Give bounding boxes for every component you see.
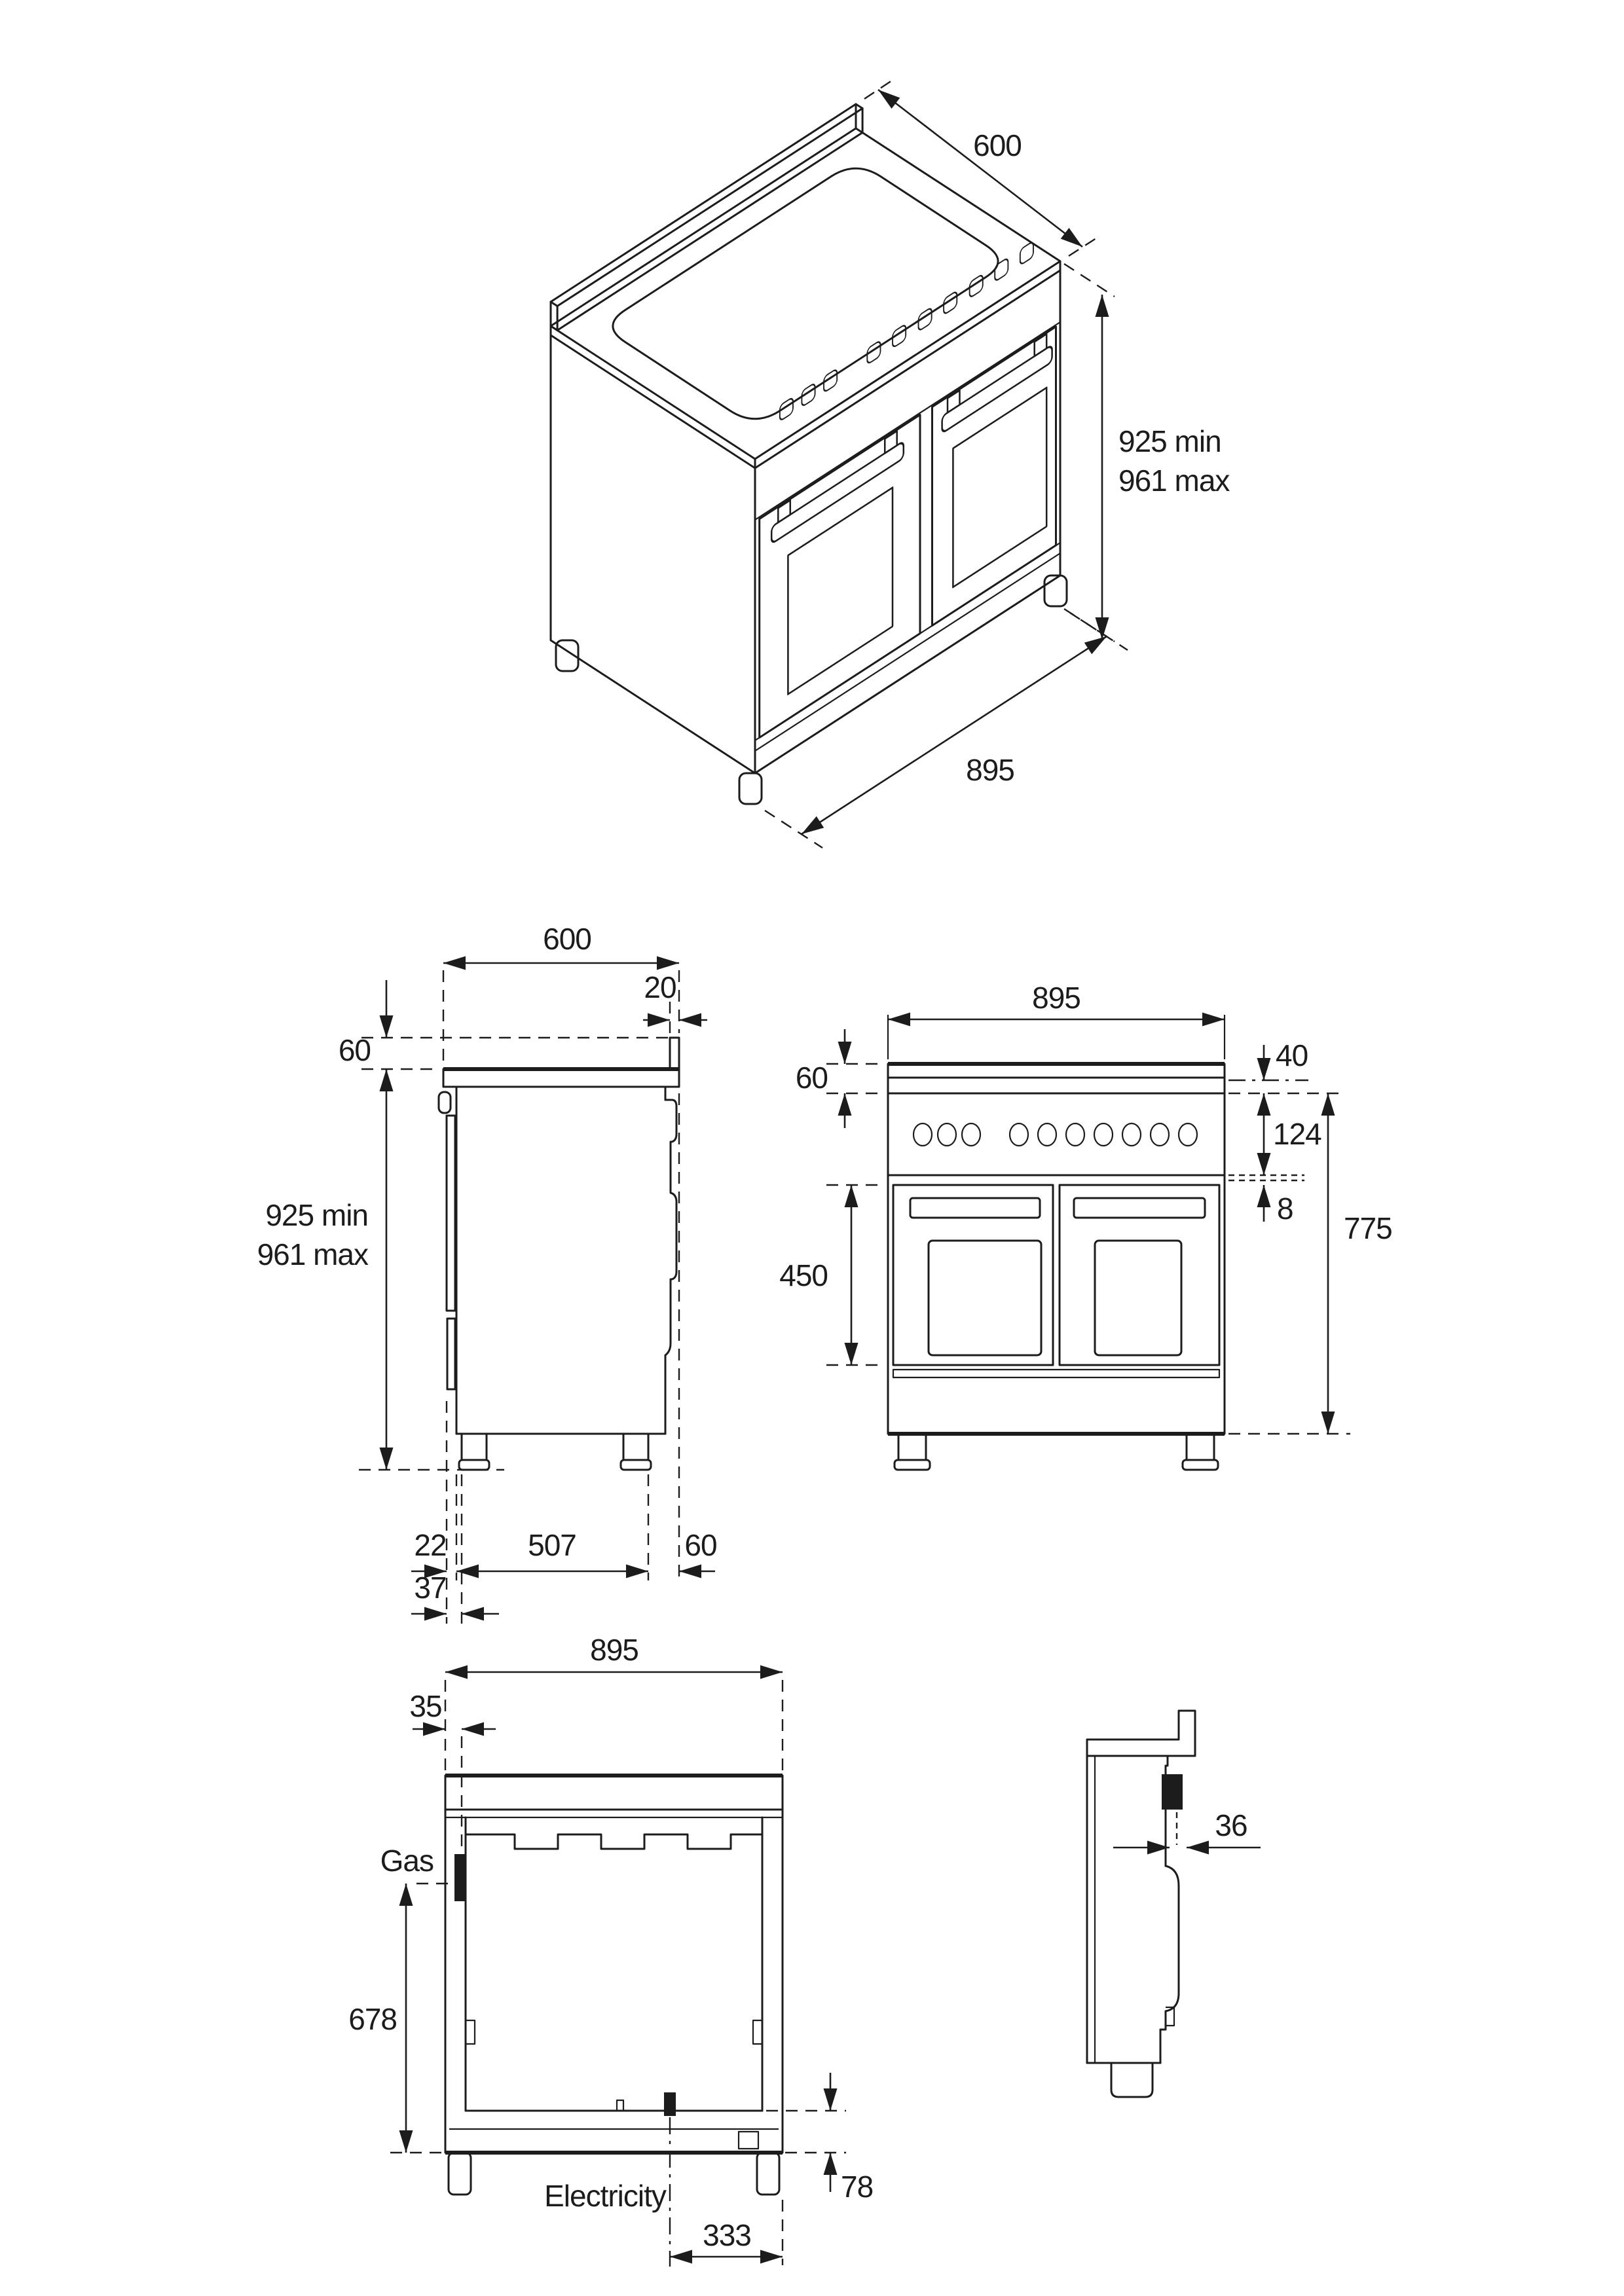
profile-view: 36 <box>1086 1709 1261 2098</box>
iso-dim-depth: 600 <box>864 77 1101 257</box>
plan-electricity-callout: Electricity <box>544 2117 671 2267</box>
side-dim-splash-thickness-label: 20 <box>644 970 676 1004</box>
isometric-view: 600 925 min 961 max 895 <box>549 77 1230 849</box>
front-right-door-handle <box>1073 1197 1206 1219</box>
side-dim-depth: 600 <box>442 922 680 1065</box>
iso-left-door-handle <box>770 429 905 543</box>
iso-back-left-foot <box>555 639 580 672</box>
plan-dim-gas-offset-label: 35 <box>409 1689 441 1723</box>
front-dim-panel-gap: 8 <box>1257 1185 1294 1226</box>
iso-dim-height-max-label: 961 max <box>1118 464 1230 498</box>
front-view: 895 60 40 124 8 450 <box>779 981 1393 1471</box>
plan-cooker-body <box>444 1774 784 2196</box>
plan-electricity-label: Electricity <box>544 2179 667 2213</box>
front-left-door-window <box>927 1239 1043 1357</box>
side-dim-rear-offset-label: 60 <box>684 1528 716 1562</box>
plan-gas-callout: Gas <box>380 1844 458 1885</box>
plan-electricity-connector <box>664 2092 676 2116</box>
plan-dim-width: 895 <box>444 1633 784 1773</box>
iso-front-right-foot <box>1043 574 1068 608</box>
side-view: 600 20 60 925 min 961 max <box>257 922 718 1624</box>
front-dim-top-band: 60 <box>796 1029 884 1128</box>
profile-gas-connector <box>1162 1774 1183 1810</box>
side-dim-height: 925 min 961 max <box>257 1069 504 1471</box>
front-dim-door-height: 450 <box>779 1184 884 1366</box>
iso-knobs <box>779 242 1034 420</box>
side-cooker-body <box>437 1036 680 1471</box>
iso-dim-width: 895 <box>764 611 1128 849</box>
front-dim-hob-edge: 40 <box>1228 1038 1308 1082</box>
profile-dim-connector-offset: 36 <box>1113 1808 1261 1855</box>
plan-left-foot <box>447 2151 472 2196</box>
front-cooker-body <box>887 1062 1226 1471</box>
side-dims-bottom: 22 507 60 37 <box>411 1074 718 1624</box>
side-dim-door-offset-label: 22 <box>414 1528 446 1562</box>
front-dim-width: 895 <box>887 981 1226 1059</box>
front-dim-width-label: 895 <box>1032 981 1080 1015</box>
front-dim-top-band-label: 60 <box>796 1061 828 1095</box>
plan-view: 895 35 Gas 678 Electricity 333 <box>348 1633 874 2267</box>
side-feet <box>458 1432 652 1471</box>
side-hinge-nub <box>437 1091 452 1114</box>
front-dim-body-height-label: 775 <box>1344 1211 1392 1245</box>
profile-foot <box>1110 2062 1154 2098</box>
front-dim-door-height-label: 450 <box>779 1258 828 1292</box>
side-dim-splash-thickness: 20 <box>643 970 707 1033</box>
plan-dim-gas-offset: 35 <box>409 1689 496 1857</box>
plan-dim-electricity-offset-label: 333 <box>703 2218 751 2252</box>
iso-front-left-foot <box>738 772 763 805</box>
plan-dim-inner-depth: 678 <box>348 1884 443 2154</box>
front-dim-panel-height-label: 124 <box>1273 1117 1321 1151</box>
plan-dim-width-label: 895 <box>590 1633 638 1667</box>
front-dim-panel-height: 124 <box>1228 1092 1340 1182</box>
iso-dim-width-label: 895 <box>966 753 1014 787</box>
front-dim-hob-edge-label: 40 <box>1276 1038 1308 1072</box>
iso-dim-depth-label: 600 <box>973 128 1022 162</box>
side-dim-splash-height-label: 60 <box>339 1033 371 1067</box>
side-dim-handle-offset-label: 37 <box>414 1571 446 1605</box>
side-dim-height-max-label: 961 max <box>257 1237 369 1271</box>
iso-right-door-handle <box>941 333 1053 433</box>
front-dim-panel-gap-label: 8 <box>1277 1192 1293 1226</box>
iso-dim-height-min-label: 925 min <box>1118 424 1221 458</box>
front-feet <box>893 1432 1219 1471</box>
plan-dim-foot-height: 78 <box>766 2073 874 2204</box>
profile-cooker-body <box>1086 1709 1196 2098</box>
side-dim-height-min-label: 925 min <box>265 1198 368 1232</box>
plan-gas-connector <box>454 1854 465 1901</box>
side-dim-feet-span-label: 507 <box>528 1528 576 1562</box>
plan-dim-inner-depth-label: 678 <box>348 2002 397 2036</box>
front-dim-body-height: 775 <box>1228 1093 1393 1435</box>
plan-right-foot <box>756 2151 781 2196</box>
front-right-oven-door <box>1058 1184 1221 1366</box>
front-knobs <box>912 1122 1198 1147</box>
profile-dim-connector-offset-label: 36 <box>1215 1808 1247 1842</box>
plan-gas-label: Gas <box>380 1844 434 1878</box>
side-dim-splash-height: 60 <box>339 980 668 1070</box>
front-left-door-handle <box>909 1197 1041 1219</box>
plan-dim-foot-height-label: 78 <box>841 2170 873 2204</box>
front-left-oven-door <box>892 1184 1054 1366</box>
side-dim-depth-label: 600 <box>543 922 591 956</box>
plan-dim-electricity-offset: 333 <box>670 2200 784 2265</box>
front-right-door-window <box>1094 1239 1183 1357</box>
iso-cooker-body <box>549 103 1068 805</box>
iso-dim-height: 925 min 961 max <box>1063 263 1230 643</box>
